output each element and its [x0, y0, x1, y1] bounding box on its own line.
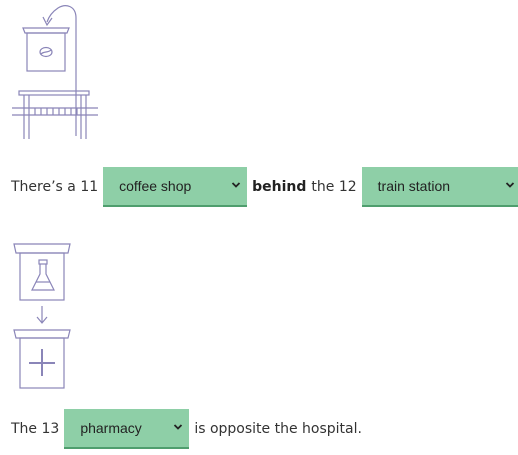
q13-select-value: pharmacy [80, 420, 142, 436]
hospital-building-icon [13, 329, 71, 389]
q13-suffix: is opposite the hospital. [194, 421, 362, 437]
lab-building-icon [13, 243, 71, 301]
q11-preposition: behind [252, 179, 307, 195]
flask-icon [31, 259, 55, 291]
down-arrow-icon [36, 306, 48, 324]
coffee-shop-building-icon [22, 27, 70, 72]
q11-select-value: coffee shop [119, 178, 192, 194]
coffee-train-illustration [12, 5, 98, 139]
question-13-sentence: The 13 pharmacy is opposite the hospital… [11, 408, 362, 450]
q11-middle-text: the 12 [311, 179, 357, 195]
question-11-sentence: There’s a 11 coffee shop behind the 12 t… [11, 166, 518, 208]
chevron-down-icon [174, 424, 183, 430]
cross-icon [29, 349, 55, 376]
q13-building-select[interactable]: pharmacy [64, 409, 190, 449]
q13-prefix: The 13 [11, 421, 60, 437]
train-bridge-icon [12, 90, 98, 139]
q11-building-select[interactable]: coffee shop [103, 167, 248, 207]
chevron-down-icon [505, 182, 514, 188]
chevron-down-icon [232, 182, 241, 188]
q11-prefix: There’s a 11 [11, 179, 99, 195]
curved-arrow-icon [46, 5, 77, 136]
coffee-bean-icon [39, 46, 53, 58]
lab-hospital-illustration [13, 243, 71, 389]
q12-select-value: train station [377, 178, 451, 194]
q12-building-select[interactable]: train station [361, 167, 518, 207]
arrow-head-icon [42, 16, 53, 27]
